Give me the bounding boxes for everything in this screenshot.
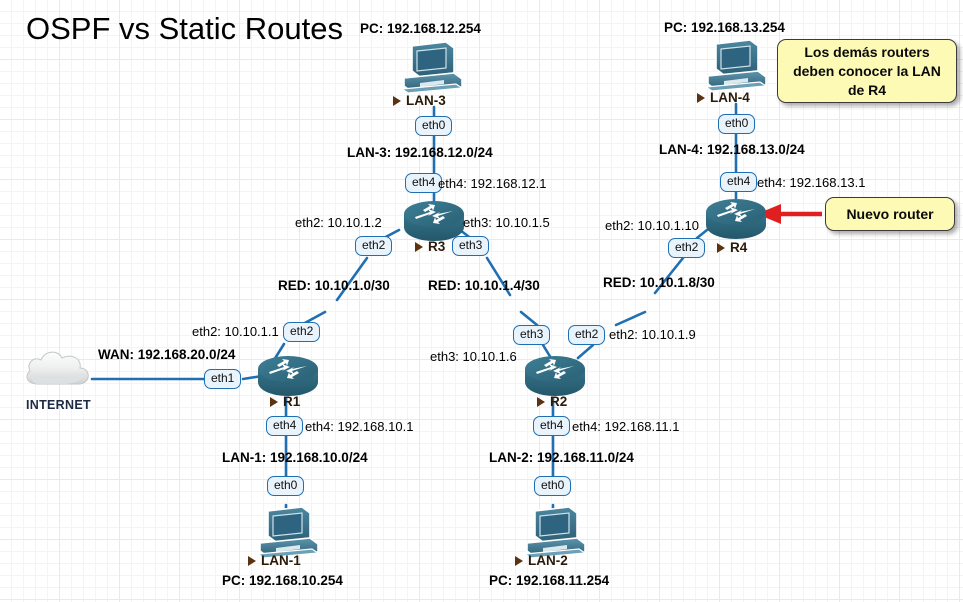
network-label-red3: RED: 10.10.1.8/30	[603, 275, 715, 290]
router-icon-r4[interactable]	[705, 198, 767, 240]
pc-ip-lan1: PC: 192.168.10.254	[222, 573, 343, 588]
triangle-icon	[393, 95, 401, 106]
eth-badge-r1-eth2[interactable]: eth2	[283, 322, 321, 342]
cloud-label: INTERNET	[26, 398, 91, 412]
pc-icon-lan4[interactable]	[700, 38, 768, 94]
device-name-r3: R3	[428, 239, 446, 254]
device-label-r2: R2	[537, 394, 567, 409]
router-icon-r1[interactable]	[257, 355, 319, 397]
pc-ip-lan3: PC: 192.168.12.254	[360, 21, 481, 36]
pc-ip-lan4: PC: 192.168.13.254	[664, 20, 785, 35]
network-label-red1: RED: 10.10.1.0/30	[278, 278, 390, 293]
iface-ip-r3-eth4: eth4: 192.168.12.1	[438, 176, 547, 191]
pc-icon-lan2[interactable]	[519, 505, 587, 561]
eth-badge-r3-eth2[interactable]: eth2	[355, 236, 393, 256]
device-label-r4: R4	[717, 240, 747, 255]
iface-ip-r1-eth2: eth2: 10.10.1.1	[192, 324, 279, 339]
triangle-icon	[415, 241, 423, 252]
eth-badge-r1-eth4[interactable]: eth4	[266, 416, 304, 436]
pc-icon-lan1[interactable]	[252, 505, 320, 561]
device-name-lan2: LAN-2	[528, 553, 568, 568]
device-label-lan1: LAN-1	[248, 553, 301, 568]
device-label-lan3: LAN-3	[393, 93, 446, 108]
device-label-lan2: LAN-2	[515, 553, 568, 568]
network-label-lan1: LAN-1: 192.168.10.0/24	[222, 450, 368, 465]
network-label-lan4: LAN-4: 192.168.13.0/24	[659, 142, 805, 157]
device-label-lan4: LAN-4	[697, 90, 750, 105]
device-label-r3: R3	[415, 239, 445, 254]
iface-ip-r3-eth3: eth3: 10.10.1.5	[463, 215, 550, 230]
eth-badge-r4-eth4[interactable]: eth4	[720, 172, 758, 192]
iface-ip-r1-eth4: eth4: 192.168.10.1	[305, 419, 414, 434]
triangle-icon	[697, 92, 705, 103]
eth-badge-r2-eth4[interactable]: eth4	[533, 416, 571, 436]
link-red2-upper	[485, 256, 512, 297]
link-r2-eth3-stub	[541, 343, 553, 360]
device-name-r2: R2	[550, 394, 568, 409]
triangle-icon	[515, 555, 523, 566]
network-label-red2: RED: 10.10.1.4/30	[428, 278, 540, 293]
device-name-lan4: LAN-4	[710, 90, 750, 105]
iface-ip-r3-eth2: eth2: 10.10.1.2	[295, 215, 382, 230]
eth-badge-r3-eth4[interactable]: eth4	[405, 173, 443, 193]
network-label-lan3: LAN-3: 192.168.12.0/24	[347, 145, 493, 160]
eth-badge-lan2-eth0[interactable]: eth0	[534, 476, 572, 496]
page-title: OSPF vs Static Routes	[26, 11, 343, 46]
iface-ip-r2-eth3: eth3: 10.10.1.6	[430, 349, 517, 364]
pc-icon-lan3[interactable]	[396, 40, 464, 96]
eth-badge-r2-eth2[interactable]: eth2	[568, 325, 606, 345]
new-router-arrow	[757, 204, 822, 224]
iface-ip-r2-eth4: eth4: 192.168.11.1	[572, 419, 680, 434]
pc-ip-lan2: PC: 192.168.11.254	[489, 573, 610, 588]
eth-badge-lan1-eth0[interactable]: eth0	[267, 476, 305, 496]
eth-badge-lan3-eth0[interactable]: eth0	[415, 116, 453, 136]
cloud-icon	[22, 348, 94, 392]
triangle-icon	[537, 396, 545, 407]
eth-badge-lan4-eth0[interactable]: eth0	[718, 114, 756, 134]
link-r2-eth2-stub	[576, 343, 595, 360]
link-red2-lower	[519, 310, 539, 327]
device-name-r4: R4	[730, 240, 748, 255]
link-red3-lower	[614, 310, 647, 327]
callout-note-lan-r4[interactable]: Los demás routers deben conocer la LAN d…	[777, 39, 957, 103]
device-name-lan1: LAN-1	[261, 553, 301, 568]
router-icon-r2[interactable]	[524, 355, 586, 397]
eth-badge-r1-eth1[interactable]: eth1	[204, 369, 242, 389]
iface-ip-r4-eth4: eth4: 192.168.13.1	[757, 175, 866, 190]
eth-badge-r4-eth2[interactable]: eth2	[668, 238, 706, 258]
device-name-r1: R1	[283, 394, 301, 409]
iface-ip-r4-eth2: eth2: 10.10.1.10	[605, 218, 699, 233]
eth-badge-r2-eth3[interactable]: eth3	[513, 325, 551, 345]
triangle-icon	[270, 396, 278, 407]
iface-ip-r2-eth2: eth2: 10.10.1.9	[609, 327, 696, 342]
triangle-icon	[717, 242, 725, 253]
device-label-r1: R1	[270, 394, 300, 409]
link-red1-upper	[335, 256, 369, 302]
callout-note-new-router[interactable]: Nuevo router	[825, 197, 955, 231]
wan-network-label: WAN: 192.168.20.0/24	[98, 347, 236, 362]
router-icon-r3[interactable]	[403, 200, 465, 242]
triangle-icon	[248, 555, 256, 566]
link-red3-upper	[653, 256, 685, 295]
device-name-lan3: LAN-3	[406, 93, 446, 108]
network-label-lan2: LAN-2: 192.168.11.0/24	[489, 450, 634, 465]
eth-badge-r3-eth3[interactable]: eth3	[452, 236, 490, 256]
